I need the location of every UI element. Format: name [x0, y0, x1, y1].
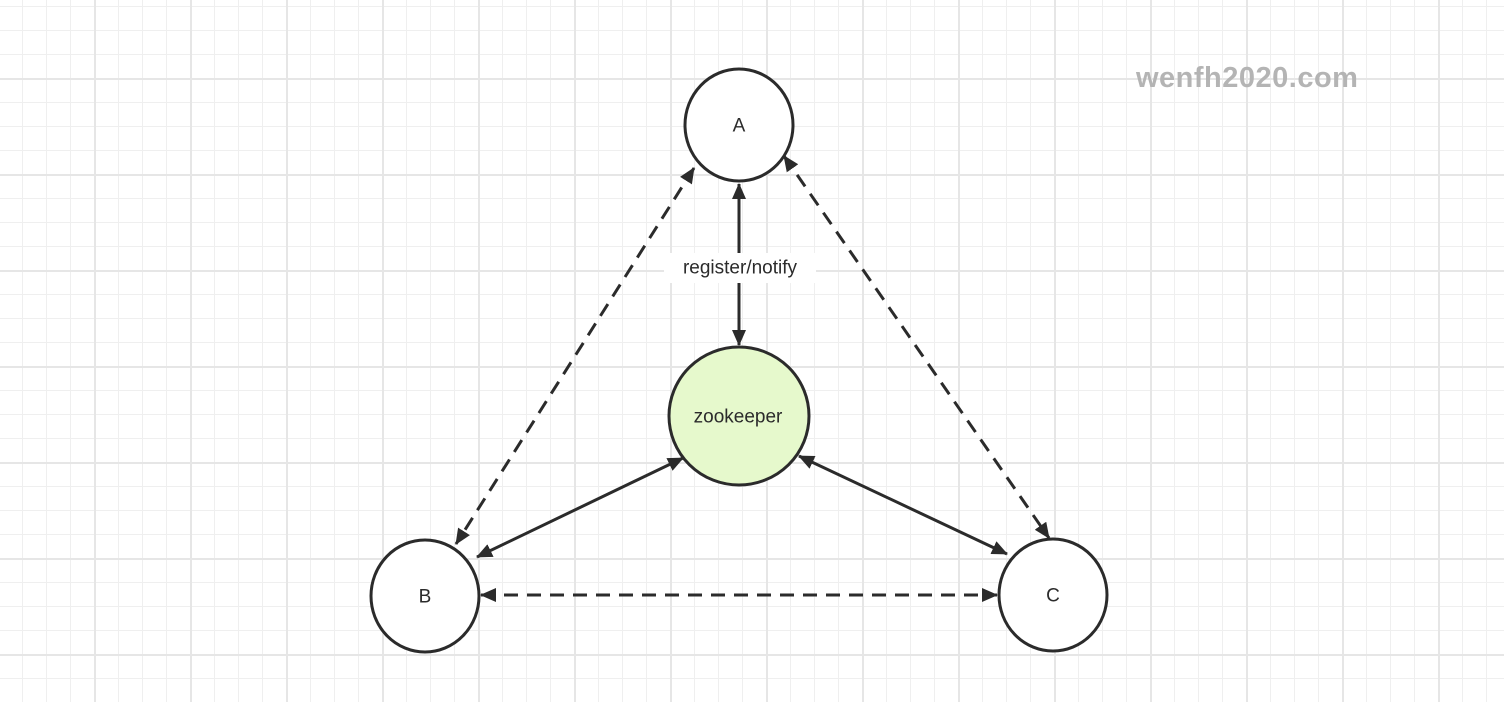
edges-layer [454, 155, 1051, 602]
edge-c-zookeeper[interactable] [798, 454, 1008, 556]
node-b[interactable]: B [369, 538, 481, 654]
edge-label-a-zookeeper: register/notify [664, 253, 816, 283]
edge-a-b[interactable] [454, 167, 696, 545]
edge-b-zookeeper[interactable] [476, 456, 684, 559]
node-a[interactable]: A [683, 67, 795, 183]
edge-label-register-notify: register/notify [683, 258, 798, 279]
node-c-label: C [1046, 586, 1060, 607]
edge-a-c[interactable] [782, 155, 1051, 539]
node-a-label: A [733, 116, 746, 137]
node-zookeeper-label: zookeeper [694, 407, 783, 428]
node-c-circle[interactable] [997, 537, 1109, 653]
watermark-text: wenfh2020.com [1136, 62, 1359, 94]
edge-label-background [664, 253, 816, 283]
node-c[interactable]: C [997, 537, 1109, 653]
node-a-circle[interactable] [683, 67, 795, 183]
node-zookeeper[interactable]: zookeeper [667, 345, 811, 487]
node-zookeeper-circle[interactable] [667, 345, 811, 487]
node-b-circle[interactable] [369, 538, 481, 654]
node-b-label: B [419, 587, 432, 608]
